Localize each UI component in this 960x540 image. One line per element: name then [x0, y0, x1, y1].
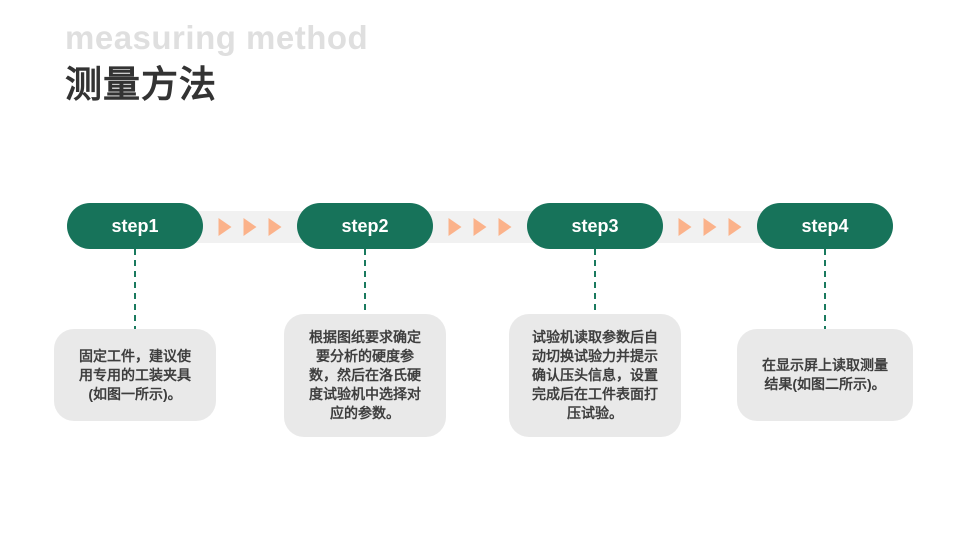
step-card-4: 在显示屏上读取测量 结果(如图二所示)。	[737, 329, 913, 421]
step-description: 试验机读取参数后自 动切换试验力并提示 确认压头信息，设置 完成后在工件表面打 …	[532, 328, 658, 421]
step-pill-2: step2	[297, 203, 433, 249]
arrow-right-icon	[243, 218, 257, 236]
page-title: 测量方法	[65, 64, 217, 105]
flow-columns: step1 固定工件，建议使 用专用的工装夹具 (如图一所示)。 step2	[20, 203, 940, 501]
step-label: step3	[571, 215, 619, 236]
step-description: 固定工件，建议使 用专用的工装夹具 (如图一所示)。	[79, 347, 191, 402]
step-card-2: 根据图纸要求确定 要分析的硬度参 数，然后在洛氏硬 度试验机中选择对 应的参数。	[284, 313, 446, 437]
step-description: 根据图纸要求确定 要分析的硬度参 数，然后在洛氏硬 度试验机中选择对 应的参数。	[309, 328, 421, 421]
card-holder-2: 根据图纸要求确定 要分析的硬度参 数，然后在洛氏硬 度试验机中选择对 应的参数。	[250, 249, 480, 501]
arrows-group-1	[218, 218, 282, 236]
card-holder-1: 固定工件，建议使 用专用的工装夹具 (如图一所示)。	[20, 249, 250, 501]
arrow-right-icon	[473, 218, 487, 236]
step-description: 在显示屏上读取测量 结果(如图二所示)。	[762, 357, 888, 392]
dashed-connector-1	[134, 249, 136, 375]
step-column-1: step1 固定工件，建议使 用专用的工装夹具 (如图一所示)。	[20, 203, 282, 501]
step-pill-4: step4	[757, 203, 893, 249]
step-pill-3: step3	[527, 203, 663, 249]
arrow-right-icon	[498, 218, 512, 236]
arrows-group-2	[448, 218, 512, 236]
arrow-right-icon	[218, 218, 232, 236]
step-column-3: step3 试验机读取参数后自 动切换试验力并提示 确认压头信息，设置 完成后在…	[480, 203, 742, 501]
step-card-3: 试验机读取参数后自 动切换试验力并提示 确认压头信息，设置 完成后在工件表面打 …	[509, 313, 681, 437]
slide-subtitle-en: measuring method	[65, 19, 369, 56]
arrow-right-icon	[728, 218, 742, 236]
step-card-1: 固定工件，建议使 用专用的工装夹具 (如图一所示)。	[54, 329, 216, 421]
step-column-4: step4 在显示屏上读取测量 结果(如图二所示)。	[710, 203, 940, 501]
arrow-right-icon	[448, 218, 462, 236]
step-label: step1	[111, 215, 159, 236]
step-label: step2	[341, 215, 389, 236]
slide-header: measuring method 测量方法	[65, 20, 368, 106]
card-holder-3: 试验机读取参数后自 动切换试验力并提示 确认压头信息，设置 完成后在工件表面打 …	[480, 249, 710, 501]
step-column-2: step2 根据图纸要求确定 要分析的硬度参 数，然后在洛氏硬 度试验机中选择对…	[250, 203, 512, 501]
steps-flow-diagram: step1 固定工件，建议使 用专用的工装夹具 (如图一所示)。 step2	[20, 203, 940, 501]
dashed-connector-4	[824, 249, 826, 375]
step-pill-1: step1	[67, 203, 203, 249]
card-holder-4: 在显示屏上读取测量 结果(如图二所示)。	[710, 249, 940, 501]
arrow-right-icon	[268, 218, 282, 236]
dashed-connector-3	[594, 249, 596, 375]
arrow-right-icon	[703, 218, 717, 236]
arrows-group-3	[678, 218, 742, 236]
dashed-connector-2	[364, 249, 366, 375]
step-label: step4	[801, 215, 849, 236]
arrow-right-icon	[678, 218, 692, 236]
